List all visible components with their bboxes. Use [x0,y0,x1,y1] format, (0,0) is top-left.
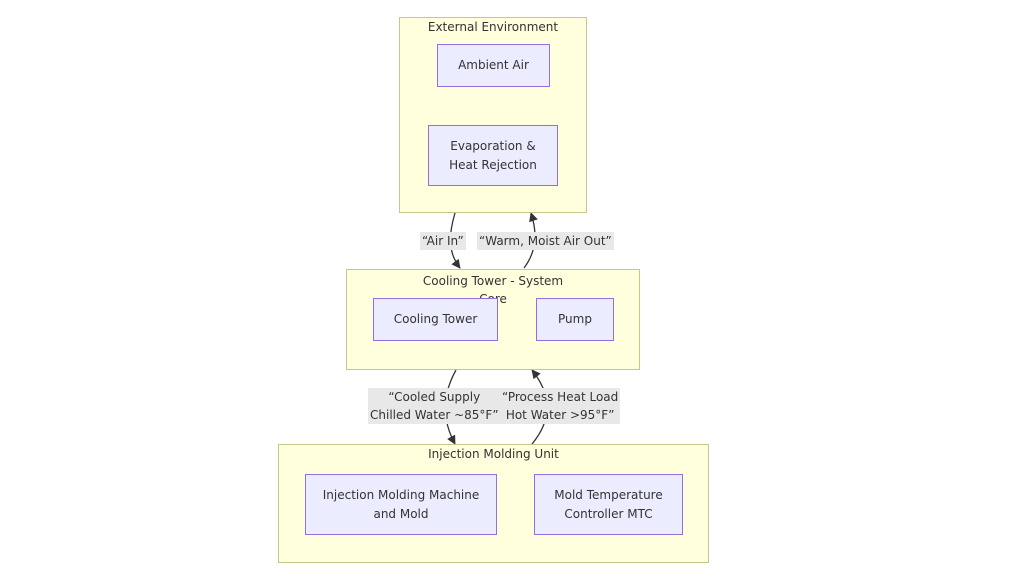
node-ambient-air: Ambient Air [437,44,550,87]
group-title-injection: Injection Molding Unit [428,447,559,461]
node-cooling-tower: Cooling Tower [373,298,498,341]
node-pump: Pump [536,298,614,341]
group-external-environment: External Environment Ambient Air Evapora… [399,17,587,213]
group-cooling-tower-core: Cooling Tower - System Core Cooling Towe… [346,269,640,370]
group-title-external: External Environment [427,20,559,34]
edge-label-warm-air-out: “Warm, Moist Air Out” [477,232,614,250]
group-title-cooling: Cooling Tower - System Core [422,274,564,306]
node-evaporation-heat-rejection: Evaporation & Heat Rejection [428,125,558,186]
node-mold-temperature-controller: Mold Temperature Controller MTC [534,474,683,535]
node-injection-molding-machine: Injection Molding Machine and Mold [305,474,497,535]
edge-label-cooled-supply: “Cooled Supply Chilled Water ~85°F” [368,388,501,424]
edge-label-process-heat: “Process Heat Load Hot Water >95°F” [500,388,621,424]
group-injection-molding-unit: Injection Molding Unit Injection Molding… [278,444,709,563]
edge-label-air-in: “Air In” [420,232,466,250]
